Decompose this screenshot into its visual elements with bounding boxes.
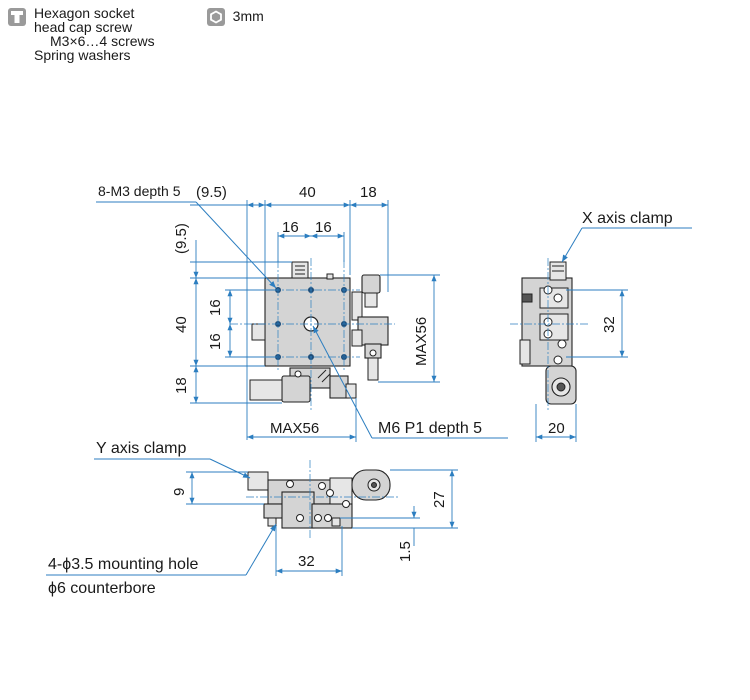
dim-32-side: 32 [601, 316, 618, 333]
dim-16-left-b: 16 [207, 333, 224, 350]
dim-27-front: 27 [431, 491, 448, 508]
x-axis-clamp-callout: X axis clamp [582, 210, 673, 227]
front-view: 9 27 1.5 32 Y axis clamp 4-ϕ3.5 mounting… [46, 440, 458, 597]
dim-16-top-b: 16 [315, 219, 332, 236]
side-view: 32 20 X axis clamp [510, 210, 692, 442]
legend: Hexagon socket head cap screw M3×6…4 scr… [8, 6, 264, 62]
dim-16-left-a: 16 [207, 299, 224, 316]
legend-screw-line-1: Hexagon socket [34, 5, 135, 21]
mounting-hole-callout: 4-ϕ3.5 mounting hole [48, 556, 198, 573]
dim-18-left: 18 [173, 377, 190, 394]
dim-1-5-front: 1.5 [397, 541, 414, 562]
legend-screw: Hexagon socket head cap screw M3×6…4 scr… [8, 6, 155, 62]
y-axis-clamp-callout: Y axis clamp [96, 440, 187, 457]
legend-wrench: 3mm [206, 6, 264, 62]
dim-9-5-top: (9.5) [196, 184, 227, 201]
legend-screw-line-4: Spring washers [34, 47, 131, 63]
counterbore-callout: ϕ6 counterbore [48, 580, 156, 597]
legend-wrench-size: 3mm [232, 8, 264, 24]
screw-head-icon [8, 8, 26, 26]
center-hole-callout: M6 P1 depth 5 [378, 420, 482, 437]
top-view: 40 18 (9.5) 16 16 8-M3 depth 5 (9.5) 40 … [96, 183, 508, 442]
legend-screw-line-2: head cap screw [34, 19, 133, 35]
hex-wrench-icon [206, 8, 225, 26]
dim-9-front: 9 [171, 488, 188, 496]
dim-20-side: 20 [548, 420, 565, 437]
dim-max56-bottom: MAX56 [270, 420, 319, 437]
dim-9-5-left: (9.5) [173, 223, 190, 254]
dim-40-left: 40 [173, 316, 190, 333]
legend-screw-line-3: M3×6…4 screws [50, 33, 155, 49]
dim-16-top-a: 16 [282, 219, 299, 236]
dim-max56-right: MAX56 [413, 317, 430, 366]
tapped-holes-callout: 8-M3 depth 5 [98, 183, 181, 199]
dim-40-top: 40 [299, 184, 316, 201]
dim-18-top: 18 [360, 184, 377, 201]
dim-32-front: 32 [298, 553, 315, 570]
